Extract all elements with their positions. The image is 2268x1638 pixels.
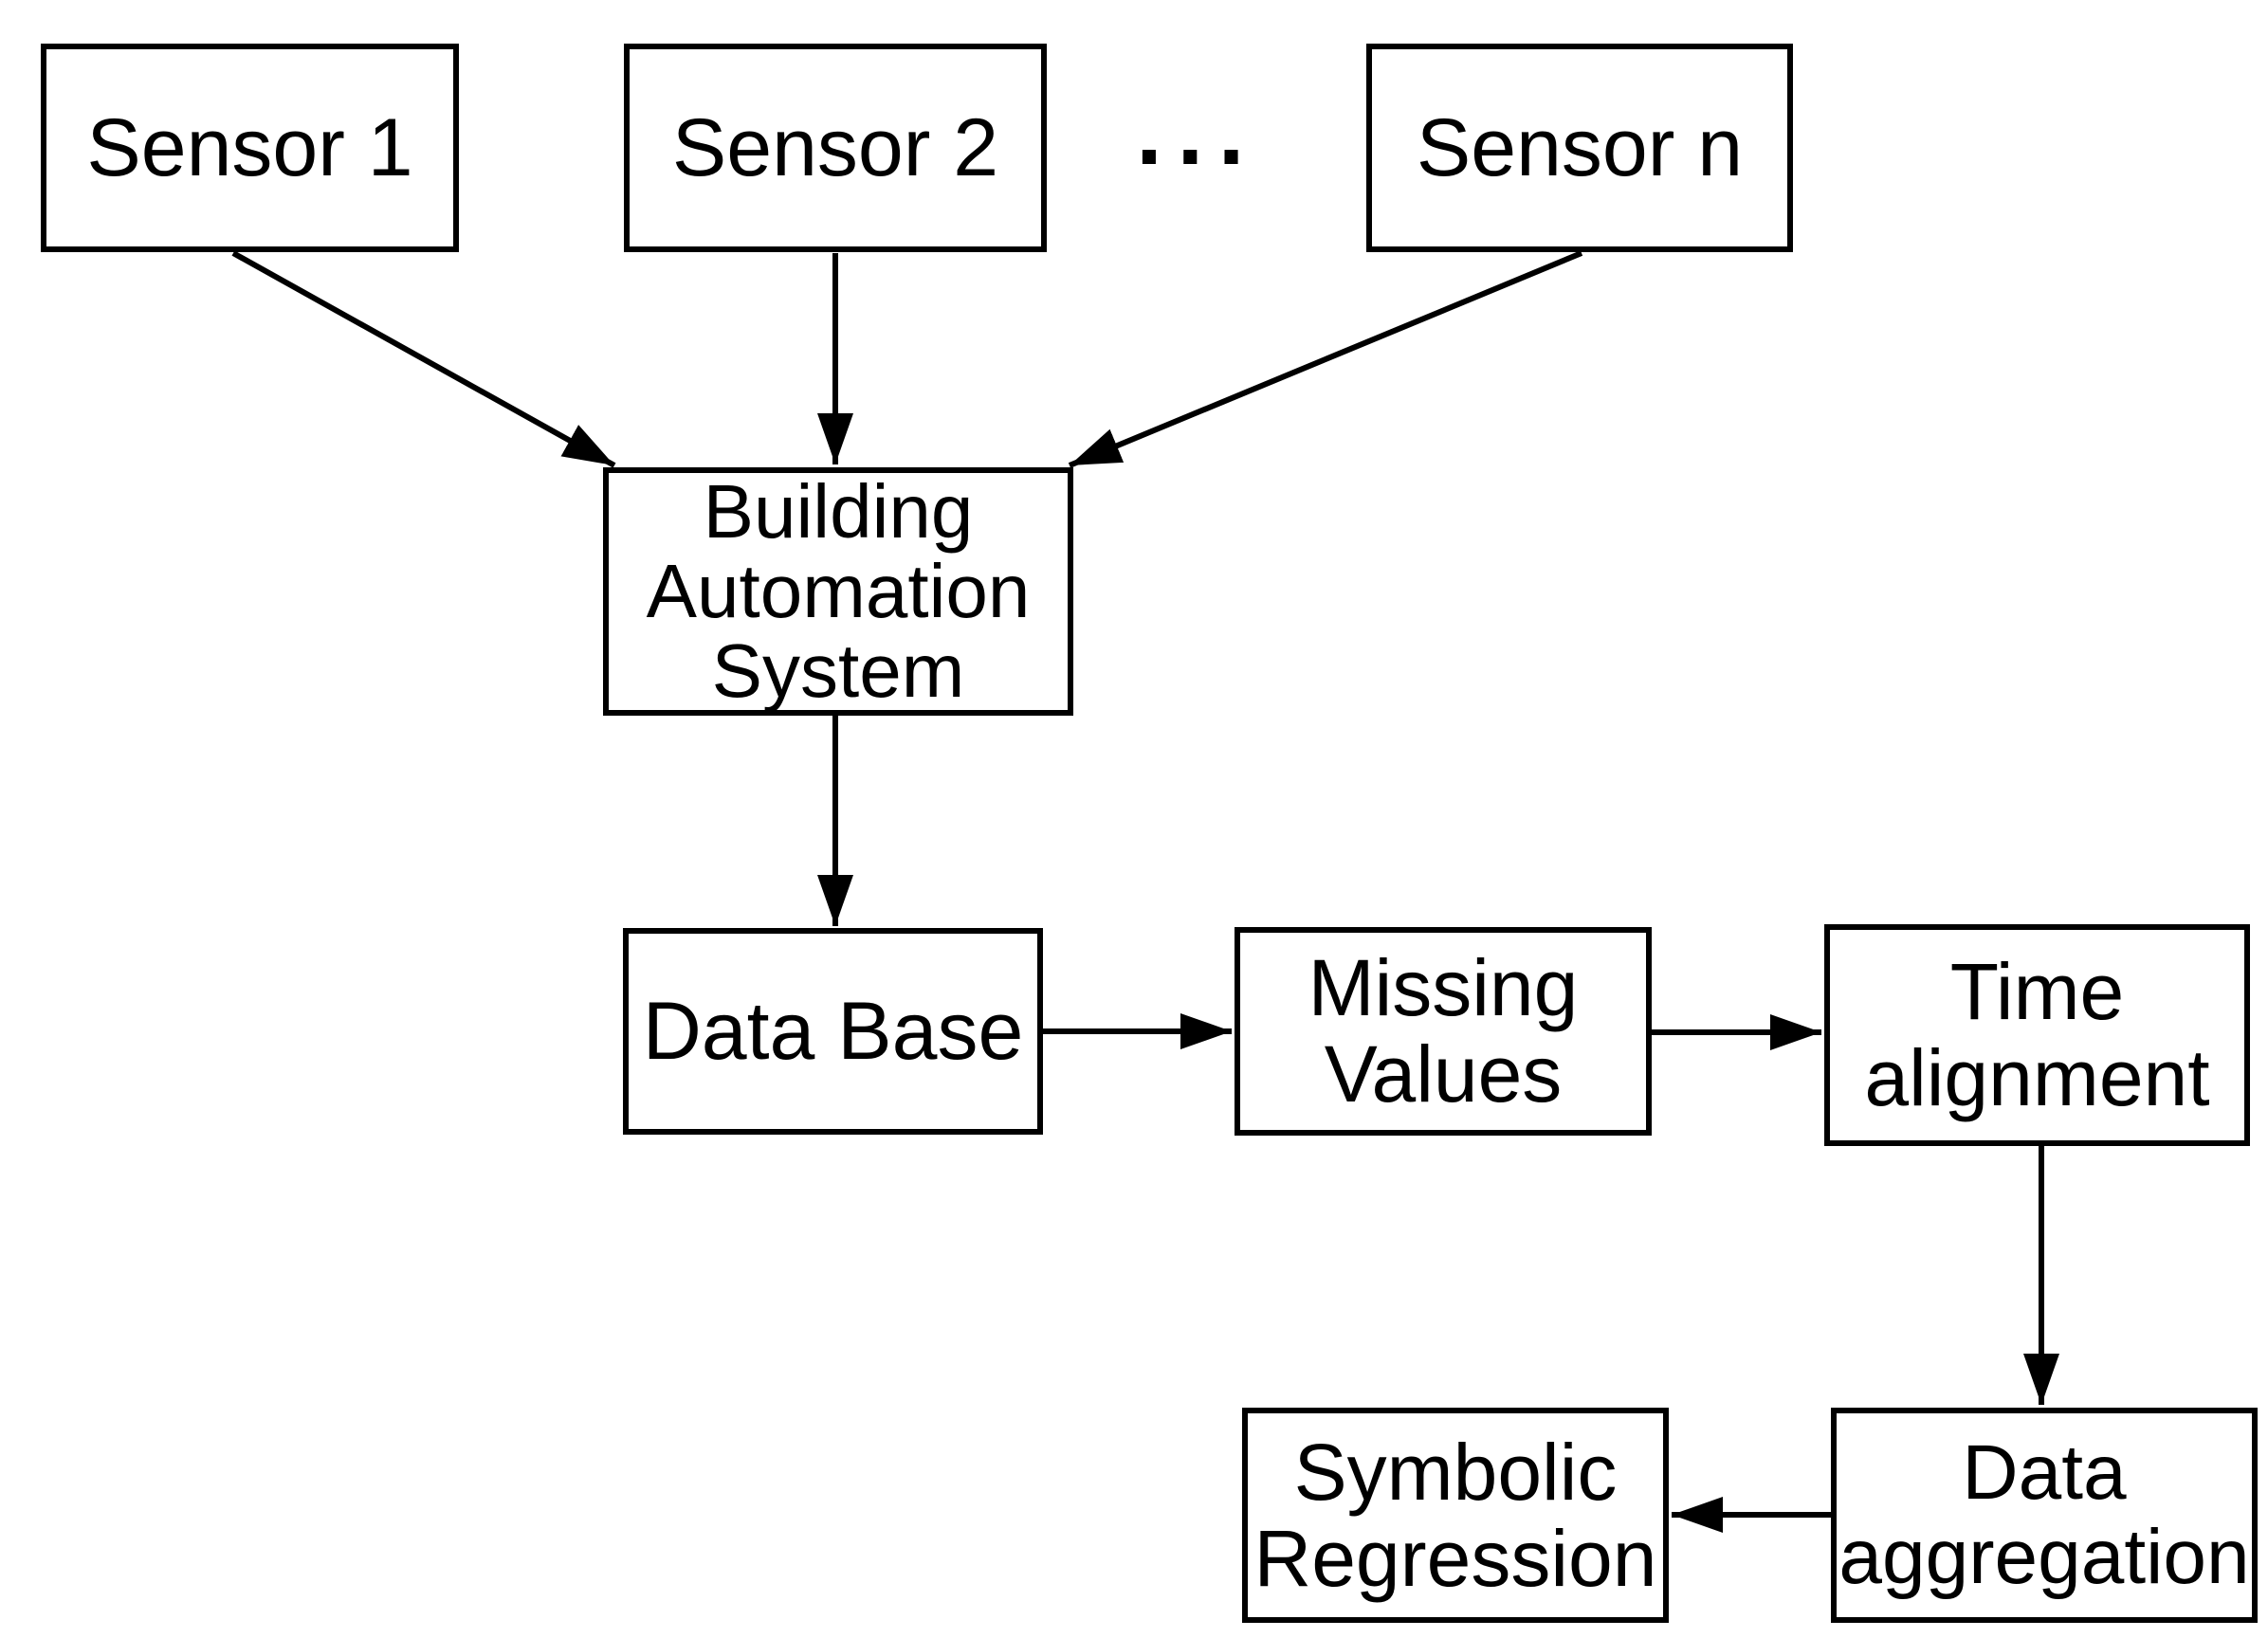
node-sensor-n-label: Sensor n <box>1416 101 1744 193</box>
node-data-aggregation-label: Data aggregation <box>1838 1429 2250 1600</box>
node-data-base-label: Data Base <box>642 985 1024 1077</box>
arrow-sensor-1-to-bas <box>231 250 616 468</box>
node-time-alignment: Time alignment <box>1824 924 2250 1146</box>
sensors-ellipsis-label: ··· <box>1136 102 1259 209</box>
sensors-ellipsis: ··· <box>1117 100 1278 213</box>
node-sensor-1: Sensor 1 <box>41 44 459 252</box>
node-building-automation-system-label: Building Automation System <box>646 469 1031 713</box>
node-symbolic-regression-label: Symbolic Regression <box>1253 1427 1657 1603</box>
node-data-base: Data Base <box>623 928 1043 1135</box>
node-missing-values-label: Missing Values <box>1308 943 1579 1119</box>
node-sensor-1-label: Sensor 1 <box>86 101 413 193</box>
arrow-sensor-n-to-bas <box>1068 250 1583 468</box>
node-sensor-n: Sensor n <box>1366 44 1793 252</box>
node-sensor-2-label: Sensor 2 <box>671 101 999 193</box>
node-missing-values: Missing Values <box>1235 927 1652 1136</box>
node-symbolic-regression: Symbolic Regression <box>1242 1408 1669 1623</box>
node-data-aggregation: Data aggregation <box>1831 1408 2258 1623</box>
node-building-automation-system: Building Automation System <box>603 467 1073 716</box>
node-sensor-2: Sensor 2 <box>624 44 1047 252</box>
node-time-alignment-label: Time alignment <box>1864 947 2210 1122</box>
